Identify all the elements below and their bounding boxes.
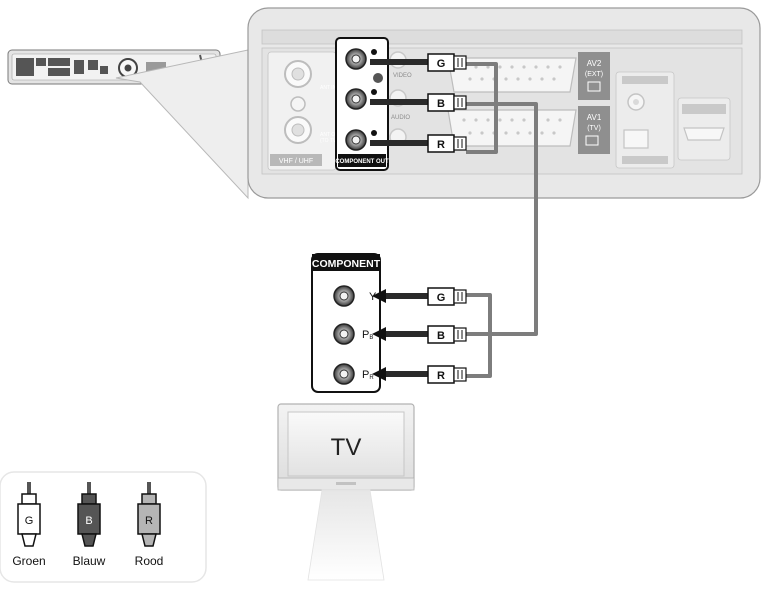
av2-sub-label: (EXT): [585, 71, 603, 78]
tv-set: TV: [277, 403, 415, 581]
panel-plugs: G B R: [370, 53, 467, 153]
tv-plugs: G B R: [372, 287, 467, 384]
legend-letter-red: R: [145, 515, 153, 527]
tv-component-pb-subscript: B: [369, 335, 373, 341]
tv-plug-green-letter: G: [437, 292, 446, 304]
legend-letter-blue: B: [85, 515, 92, 527]
cable-blue: [464, 102, 538, 336]
av1-output-icon: [585, 135, 599, 146]
panel-plug-red-letter: R: [437, 139, 445, 151]
av-labels: AV2 (EXT) AV1 (TV): [578, 52, 610, 154]
av1-label: AV1: [587, 113, 602, 122]
legend-plug-red: R Rood: [135, 482, 164, 568]
av2-label: AV2: [587, 59, 602, 68]
ant-out-sub-label: (TO TV): [320, 138, 338, 144]
audio-label: AUDIO: [391, 115, 410, 121]
ant-out-label: ANT OUT: [320, 132, 342, 138]
legend-plug-blue: B Blauw: [73, 482, 106, 568]
av2-input-icon: [587, 81, 601, 92]
ant-in-label: ANT IN: [320, 85, 337, 91]
cable-red: [464, 293, 492, 378]
tv-label: TV: [331, 434, 362, 461]
legend-name-green: Groen: [12, 554, 45, 568]
av1-sub-label: (TV): [587, 125, 601, 132]
legend-name-red: Rood: [135, 554, 164, 568]
panel-plug-blue-letter: B: [437, 98, 445, 110]
panel-plug-blue: B: [370, 93, 467, 112]
tv-plug-green: G: [372, 287, 467, 306]
tv-plug-blue: B: [372, 325, 467, 344]
right-ports: [615, 71, 731, 169]
tv-plug-red: R: [372, 365, 467, 384]
zoom-wedge: [115, 49, 249, 200]
panel-plug-green: G: [370, 53, 467, 72]
antenna-block: ANT IN ANT OUT (TO TV) VHF / UHF: [267, 51, 342, 171]
tv-plug-blue-letter: B: [437, 330, 445, 342]
tv-component-y-label: Y: [369, 291, 377, 303]
tv-plug-red-letter: R: [437, 370, 445, 382]
video-label: VIDEO: [393, 73, 412, 79]
tv-component-pb-label: PB: [362, 329, 373, 341]
tv-component-title: COMPONENT: [312, 258, 381, 270]
scart-av1: [447, 109, 577, 147]
tv-component-input: COMPONENT Y PB PR: [311, 253, 381, 393]
cable-green: [464, 62, 498, 154]
cables: [464, 62, 538, 378]
tv-component-pr-label: PR: [362, 369, 374, 381]
legend-name-blue: Blauw: [73, 554, 106, 568]
color-legend: G Groen B Blauw R Rood: [0, 471, 207, 583]
tv-component-pr-subscript: R: [369, 375, 374, 381]
vhf-uhf-label: VHF / UHF: [279, 158, 313, 165]
panel-plug-red: R: [370, 134, 467, 153]
legend-plug-green: G Groen: [12, 482, 46, 568]
scart-av2: [447, 57, 577, 93]
panel-plug-green-letter: G: [437, 58, 446, 70]
component-out-label: COMPONENT OUT: [335, 159, 389, 165]
tv-stand: [307, 489, 385, 581]
legend-letter-green: G: [25, 515, 34, 527]
